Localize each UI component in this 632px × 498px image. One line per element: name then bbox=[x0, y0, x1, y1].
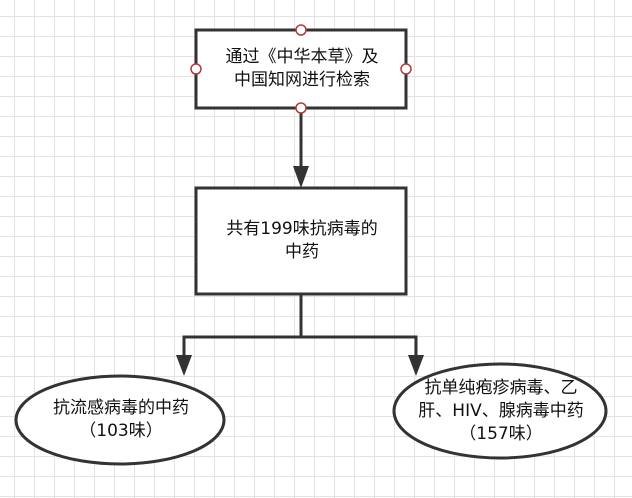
node-total-label: 共有199味抗病毒的中药 bbox=[226, 219, 378, 262]
node-other-label: 抗单纯疱疹病毒、乙肝、HIV、腺病毒中药（157味） bbox=[418, 377, 584, 444]
node-influenza-ellipse[interactable] bbox=[14, 374, 226, 466]
node-total-box[interactable] bbox=[194, 186, 408, 296]
node-influenza-label: 抗流感病毒的中药（103味） bbox=[53, 398, 189, 441]
node-other-ellipse[interactable] bbox=[392, 362, 608, 460]
selection-handles[interactable] bbox=[190, 24, 412, 114]
node-search-label: 通过《中华本草》及中国知网进行检索 bbox=[225, 47, 379, 90]
selection-handle-bottom[interactable] bbox=[295, 102, 307, 114]
selection-handle-top[interactable] bbox=[295, 24, 307, 36]
connector-total-to-children[interactable] bbox=[176, 294, 424, 376]
connector-search-to-total[interactable] bbox=[293, 108, 309, 188]
selection-handle-right[interactable] bbox=[400, 63, 412, 75]
selection-handle-left[interactable] bbox=[190, 63, 202, 75]
